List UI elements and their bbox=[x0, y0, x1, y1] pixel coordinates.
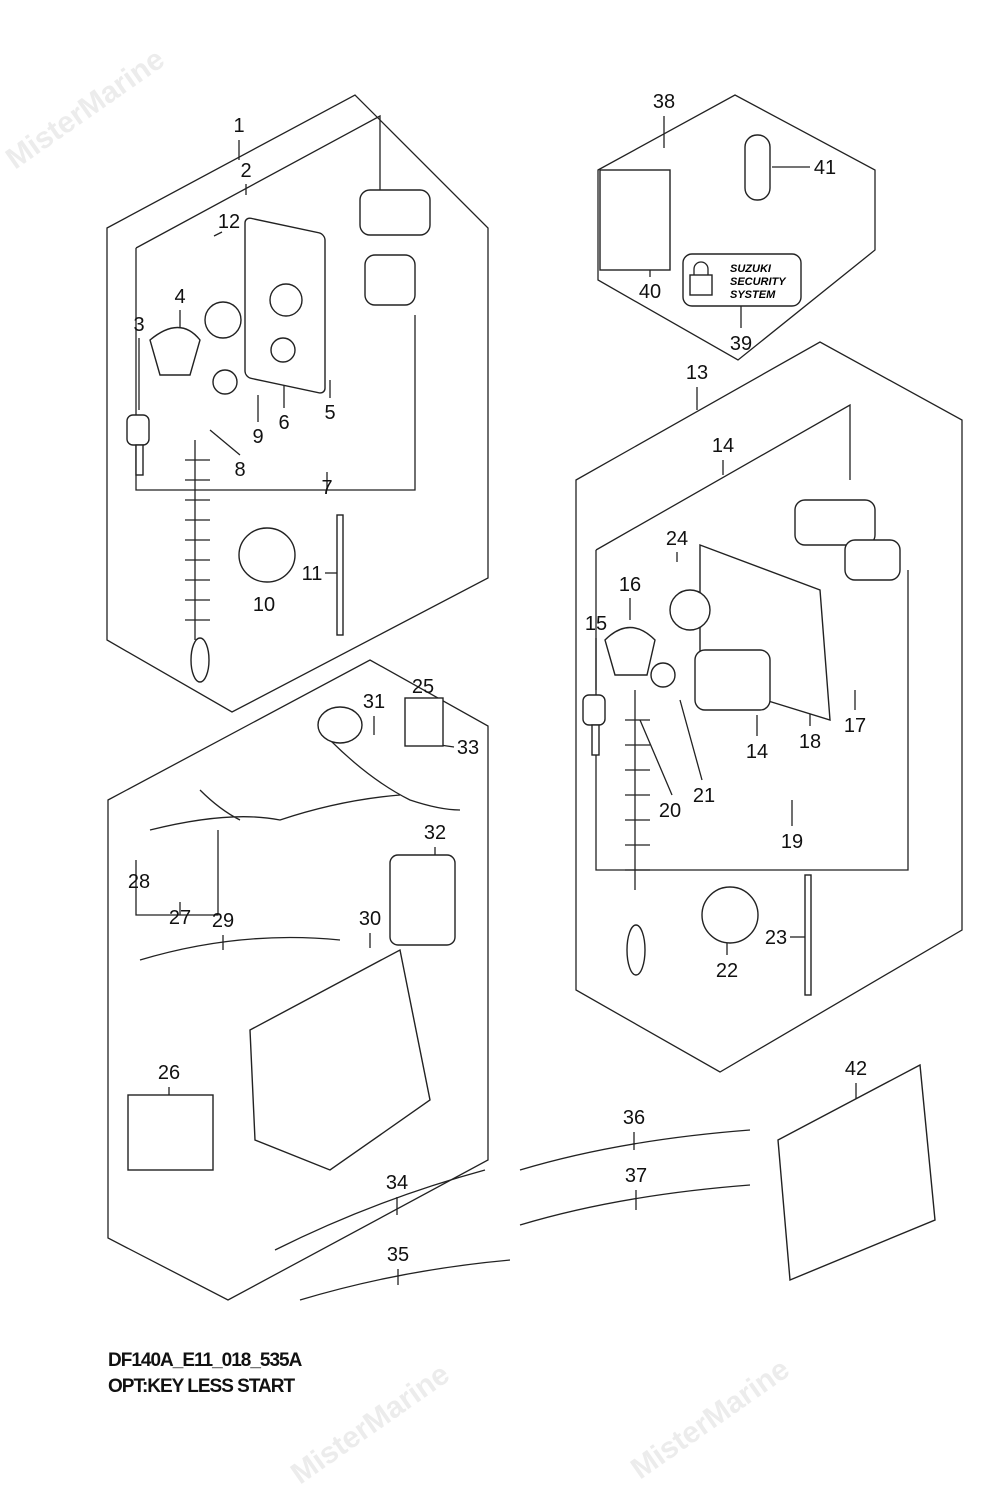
label-25: 25 bbox=[412, 676, 434, 698]
part-knob bbox=[149, 326, 201, 376]
security-label-line-1: SUZUKI bbox=[730, 263, 772, 275]
part-fob bbox=[744, 134, 771, 201]
part-bracket bbox=[249, 948, 431, 1171]
group-box-7 bbox=[135, 248, 416, 491]
group-box-38 bbox=[597, 94, 876, 361]
label-22: 22 bbox=[716, 960, 738, 982]
diagram-code: DF140A_E11_018_535A bbox=[108, 1350, 302, 1371]
label-17: 17 bbox=[844, 715, 866, 737]
part-module bbox=[599, 169, 671, 271]
part-stop-switch bbox=[359, 189, 431, 306]
label-11: 11 bbox=[302, 563, 323, 585]
part-cover bbox=[127, 1094, 214, 1171]
label-21: 21 bbox=[693, 785, 715, 807]
label-42: 42 bbox=[845, 1058, 867, 1080]
label-20: 20 bbox=[659, 800, 681, 822]
label-32: 32 bbox=[424, 822, 446, 844]
label-37: 37 bbox=[625, 1165, 647, 1187]
group-box-1 bbox=[106, 94, 489, 713]
label-1: 1 bbox=[233, 115, 244, 137]
part-labels: 1 2 12 4 3 6 5 9 8 7 11 10 38 41 40 39 1… bbox=[128, 91, 867, 1266]
label-13: 13 bbox=[686, 362, 708, 384]
part-dual-plate bbox=[694, 499, 901, 721]
part-cables bbox=[274, 1129, 751, 1301]
label-10: 10 bbox=[253, 594, 275, 616]
label-12: 12 bbox=[218, 211, 240, 233]
watermark-text: MisterMarine bbox=[285, 1358, 456, 1491]
part-cap bbox=[238, 527, 296, 583]
group-box-13 bbox=[575, 341, 963, 1073]
group-box-27 bbox=[135, 830, 219, 916]
group-box-25 bbox=[107, 659, 489, 1301]
part-cap-2 bbox=[701, 886, 759, 944]
label-39: 39 bbox=[730, 333, 752, 355]
label-29: 29 bbox=[212, 910, 234, 932]
part-lanyard-2 bbox=[625, 690, 650, 976]
label-2: 2 bbox=[240, 160, 251, 182]
label-31: 31 bbox=[363, 691, 385, 713]
watermark-text: MisterMarine bbox=[625, 1353, 796, 1486]
label-30: 30 bbox=[359, 908, 381, 930]
label-8: 8 bbox=[234, 459, 245, 481]
label-9: 9 bbox=[252, 426, 263, 448]
label-27: 27 bbox=[169, 907, 191, 929]
part-key-2 bbox=[582, 694, 606, 756]
label-41: 41 bbox=[814, 157, 836, 179]
label-33: 33 bbox=[457, 737, 479, 759]
part-knob-2 bbox=[604, 626, 656, 676]
label-38: 38 bbox=[653, 91, 675, 113]
label-15: 15 bbox=[585, 613, 607, 635]
label-5: 5 bbox=[324, 402, 335, 424]
label-28: 28 bbox=[128, 871, 150, 893]
label-26: 26 bbox=[158, 1062, 180, 1084]
label-14-lower: 14 bbox=[746, 741, 768, 763]
part-harness bbox=[139, 697, 461, 961]
part-washer-2 bbox=[650, 662, 676, 688]
security-label-line-3: SYSTEM bbox=[730, 289, 776, 301]
part-ecu bbox=[777, 1063, 936, 1282]
security-label-line-2: SECURITY bbox=[730, 276, 787, 288]
label-14: 14 bbox=[712, 435, 734, 457]
label-16: 16 bbox=[619, 574, 641, 596]
lock-icon bbox=[689, 261, 713, 296]
label-36: 36 bbox=[623, 1107, 645, 1129]
label-6: 6 bbox=[278, 412, 289, 434]
group-box-2 bbox=[135, 114, 381, 249]
part-tie-2 bbox=[804, 874, 812, 996]
label-34: 34 bbox=[386, 1172, 408, 1194]
part-nut-2 bbox=[669, 589, 711, 631]
part-relay bbox=[389, 854, 456, 946]
label-4: 4 bbox=[174, 286, 185, 308]
part-washer bbox=[212, 369, 238, 395]
label-7: 7 bbox=[321, 477, 332, 499]
part-switch-plate bbox=[244, 217, 326, 394]
part-tie bbox=[336, 514, 344, 636]
option-label: OPT:KEY LESS START bbox=[108, 1376, 295, 1397]
label-3: 3 bbox=[133, 314, 144, 336]
label-40: 40 bbox=[639, 281, 661, 303]
group-box-14 bbox=[595, 403, 851, 551]
part-nut bbox=[204, 301, 242, 339]
part-lanyard bbox=[185, 440, 210, 683]
label-19: 19 bbox=[781, 831, 803, 853]
watermark-text: MisterMarine bbox=[0, 43, 171, 176]
label-18: 18 bbox=[799, 731, 821, 753]
label-24: 24 bbox=[666, 528, 688, 550]
label-23: 23 bbox=[765, 927, 787, 949]
label-35: 35 bbox=[387, 1244, 409, 1266]
part-key bbox=[126, 414, 150, 476]
